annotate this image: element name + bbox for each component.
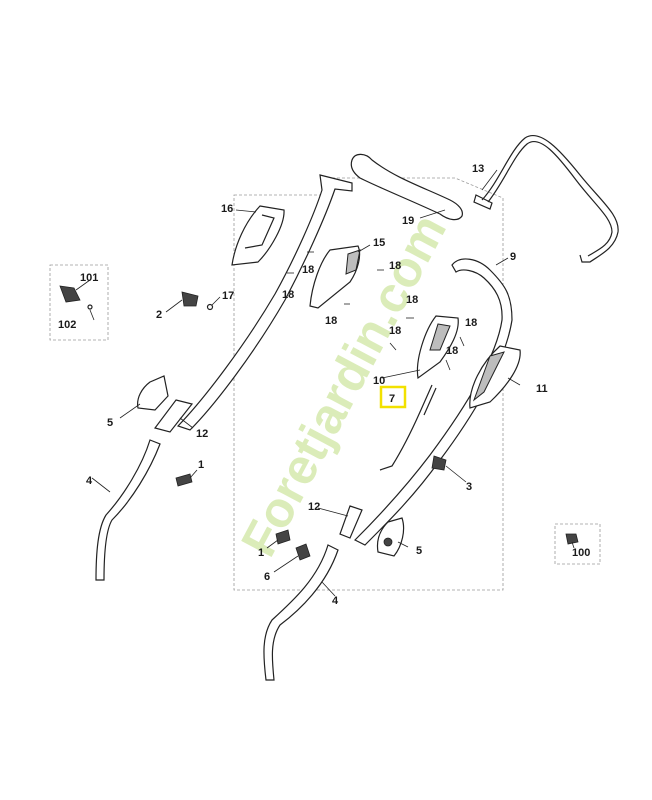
label-18e: 18 <box>325 315 337 327</box>
bail-wire <box>481 135 619 263</box>
cover-15-shade <box>345 249 361 275</box>
bracket-10-shade <box>429 323 451 351</box>
lower-tube-right <box>263 544 339 681</box>
bolt-1-left <box>175 473 193 487</box>
label-19: 19 <box>402 215 414 227</box>
spacer-12-right <box>339 505 363 539</box>
label-6: 6 <box>264 571 270 583</box>
pin-17 <box>206 303 214 311</box>
label-16: 16 <box>221 203 233 215</box>
label-5b: 5 <box>416 545 422 557</box>
clamp-5-left <box>137 375 169 411</box>
label-18c: 18 <box>282 289 294 301</box>
label-18a: 18 <box>302 264 314 276</box>
screws-18 <box>287 251 465 371</box>
bail-wire-end <box>473 194 493 210</box>
label-11: 11 <box>536 383 548 395</box>
label-1b: 1 <box>258 547 264 559</box>
label-100: 100 <box>572 547 590 559</box>
cover-16-detail <box>244 214 275 249</box>
label-9: 9 <box>510 251 516 263</box>
detail-box-right <box>554 523 601 565</box>
label-2: 2 <box>156 309 162 321</box>
label-102: 102 <box>58 319 76 331</box>
label-7: 7 <box>389 393 395 405</box>
label-12a: 12 <box>196 428 208 440</box>
detail-box-left <box>49 264 109 341</box>
right-upper-tube <box>353 258 513 546</box>
label-17: 17 <box>222 290 234 302</box>
spacer-12-left <box>153 399 194 433</box>
cover-11-shade <box>472 351 505 402</box>
label-18d: 18 <box>406 294 418 306</box>
label-13: 13 <box>472 163 484 175</box>
leader-lines <box>75 169 575 597</box>
label-15: 15 <box>373 237 385 249</box>
left-upper-tube <box>176 174 353 431</box>
highlight-box-7 <box>379 385 407 409</box>
label-10: 10 <box>373 375 385 387</box>
part-101 <box>59 285 81 303</box>
bail-wire-inner <box>487 141 613 257</box>
top-handle-bar <box>350 153 463 221</box>
cable-7 <box>379 384 433 471</box>
label-1a: 1 <box>198 459 204 471</box>
part-102 <box>87 304 93 310</box>
label-101: 101 <box>80 272 98 284</box>
label-12b: 12 <box>308 501 320 513</box>
label-3: 3 <box>466 481 472 493</box>
label-18b: 18 <box>389 260 401 272</box>
label-18h: 18 <box>446 345 458 357</box>
clamp-5-right-hole <box>383 537 393 547</box>
knob-2 <box>181 291 199 307</box>
lower-tube-left <box>95 439 161 581</box>
part-100 <box>565 533 579 545</box>
label-18f: 18 <box>465 317 477 329</box>
clamp-5-right <box>376 517 405 557</box>
assembly-frame <box>233 177 504 591</box>
knob-6 <box>295 543 311 561</box>
cable-7-b <box>423 387 437 416</box>
label-4b: 4 <box>332 595 339 607</box>
cover-16 <box>231 205 285 266</box>
label-4a: 4 <box>86 475 93 487</box>
label-18g: 18 <box>389 325 401 337</box>
label-5a: 5 <box>107 417 113 429</box>
knob-3 <box>431 455 447 471</box>
